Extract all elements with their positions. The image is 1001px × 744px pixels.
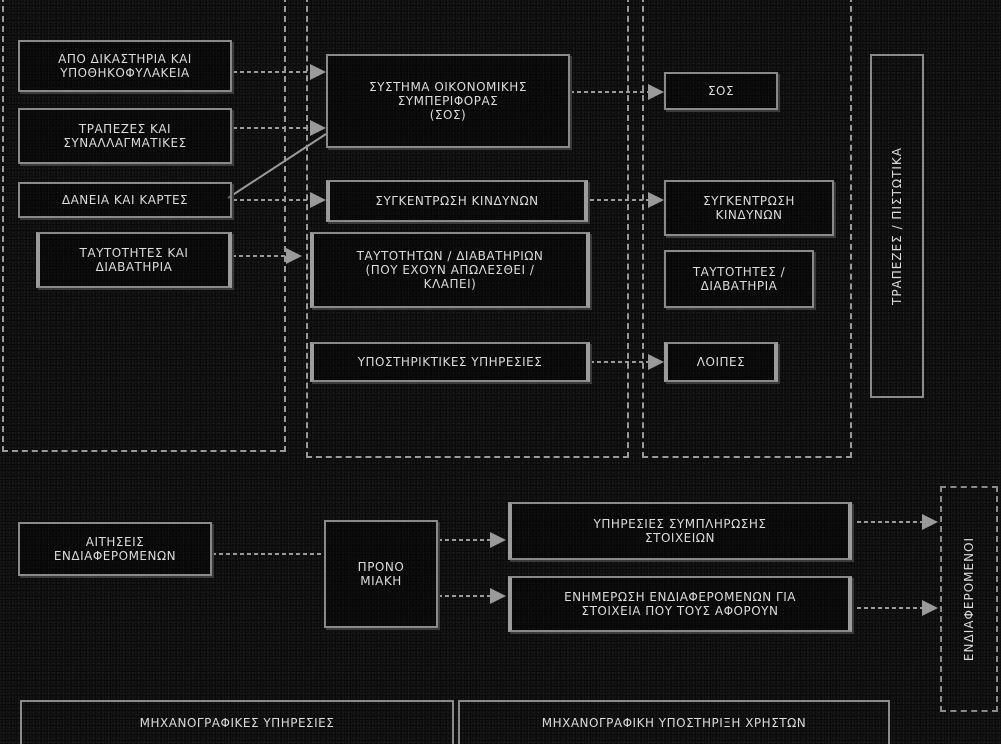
support-services-box: ΥΠΟΣΤΗΡΙΚΤΙΚΕΣ ΥΠΗΡΕΣΙΕΣ: [310, 342, 590, 382]
outputs-panel: [642, 0, 852, 458]
it-services-bar: ΜΗΧΑΝΟΓΡΑΦΙΚΕΣ ΥΠΗΡΕΣΙΕΣ: [20, 700, 454, 744]
ids-passports-output-box: ΤΑΥΤΟΤΗΤΕΣ /ΔΙΑΒΑΤΗΡΙΑ: [664, 250, 814, 308]
risk-concentration-box: ΣΥΓΚΕΝΤΡΩΣΗ ΚΙΝΔΥΝΩΝ: [326, 180, 588, 222]
lost-ids-passports-box: ΤΑΥΤΟΤΗΤΩΝ / ΔΙΑΒΑΤΗΡΙΩΝ(ΠΟΥ ΕΧΟΥΝ ΑΠΩΛΕ…: [310, 232, 590, 308]
sources-panel: [2, 0, 286, 452]
other-box: ΛΟΙΠΕΣ: [664, 342, 778, 382]
loans-cards-box: ΔΑΝΕΙΑ ΚΑΙ ΚΑΡΤΕΣ: [18, 182, 232, 218]
banks-credit-label: ΤΡΑΠΕΖΕΣ / ΠΙΣΤΩΤΙΚΑ: [870, 54, 924, 398]
sos-box: ΣΟΣ: [664, 72, 778, 110]
processing-panel: [306, 0, 629, 458]
stakeholders-label: ΕΝΔΙΑΦΕΡΟΜΕΝΟΙ: [940, 486, 998, 712]
user-it-support-bar: ΜΗΧΑΝΟΓΡΑΦΙΚΗ ΥΠΟΣΤΗΡΙΞΗ ΧΡΗΣΤΩΝ: [458, 700, 890, 744]
